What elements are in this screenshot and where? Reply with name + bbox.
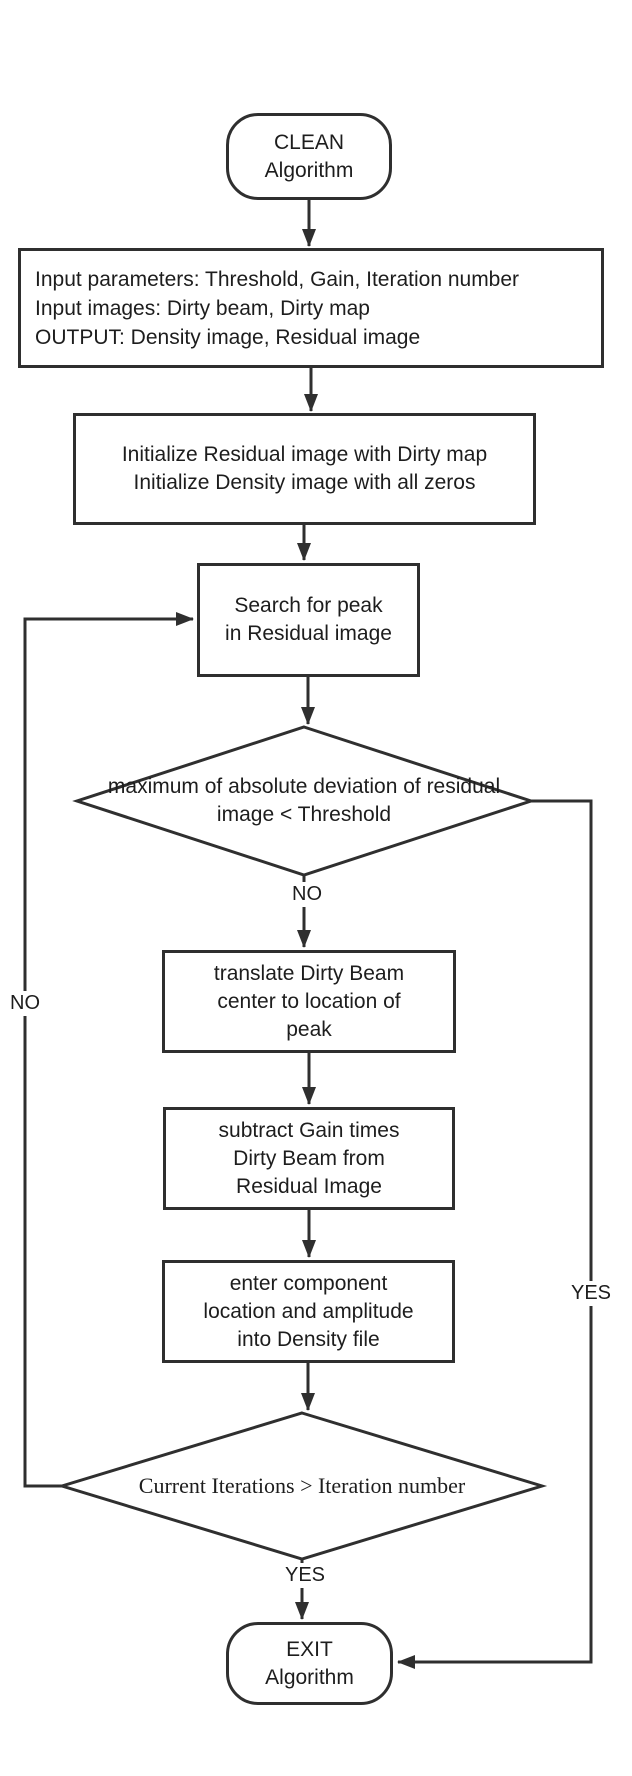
threshold-decision-label: maximum of absolute deviation of residua… [89, 773, 519, 829]
enter-component-label-line3: into Density file [237, 1327, 380, 1351]
exit-label-line2: Algorithm [265, 1665, 354, 1689]
iteration-decision-line1: Current Iterations > Iteration number [138, 1473, 466, 1498]
io-label-line2: Input images: Dirty beam, Dirty map [35, 296, 370, 320]
enter-component-label-line1: enter component [229, 1271, 388, 1295]
enter-component-process-box: enter component location and amplitude i… [162, 1260, 455, 1363]
threshold-decision-diamond [72, 725, 536, 877]
translate-process-box: translate Dirty Beam center to location … [162, 950, 456, 1053]
translate-label-line1: translate Dirty Beam [213, 961, 405, 985]
search-peak-process-box: Search for peak in Residual image [197, 563, 420, 677]
io-label-line1: Input parameters: Threshold, Gain, Itera… [35, 267, 520, 291]
translate-label-line2: center to location of [217, 989, 401, 1013]
search-peak-label-line1: Search for peak [234, 594, 383, 617]
enter-component-label-line2: location and amplitude [203, 1299, 414, 1323]
subtract-process-box: subtract Gain times Dirty Beam from Resi… [163, 1107, 455, 1210]
initialize-label-line1: Initialize Residual image with Dirty map [121, 443, 488, 466]
threshold-decision-line2: of residual image < Threshold [216, 775, 501, 826]
io-label-line3: OUTPUT: Density image, Residual image [35, 325, 421, 349]
exit-label-line1: EXIT [286, 1637, 333, 1661]
search-peak-label-line2: in Residual image [225, 622, 392, 645]
iteration-decision-diamond [56, 1411, 548, 1561]
threshold-no-edge-label: NO [288, 882, 326, 907]
iteration-no-edge-label: NO [6, 991, 44, 1016]
start-terminator: CLEAN Algorithm [226, 113, 392, 200]
start-label-line2: Algorithm [264, 158, 354, 182]
subtract-label-line3: Residual Image [236, 1174, 382, 1198]
threshold-decision-line1: maximum of absolute deviation [107, 775, 398, 798]
exit-terminator: EXIT Algorithm [226, 1622, 393, 1705]
translate-label-line3: peak [286, 1017, 332, 1041]
threshold-yes-edge-label: YES [566, 1281, 616, 1306]
initialize-process-box: Initialize Residual image with Dirty map… [73, 413, 536, 525]
edge-threshold-yes-to-exit [397, 799, 593, 1669]
edge-iteration-no-to-search [23, 612, 194, 1488]
subtract-label-line2: Dirty Beam from [233, 1146, 385, 1170]
subtract-label-line1: subtract Gain times [218, 1118, 400, 1142]
iteration-decision-label: Current Iterations > Iteration number [72, 1472, 532, 1500]
io-process-box: Input parameters: Threshold, Gain, Itera… [18, 248, 604, 368]
iteration-yes-edge-label: YES [280, 1563, 330, 1588]
initialize-label-line2: Initialize Density image with all zeros [133, 471, 476, 494]
start-label-line1: CLEAN [273, 130, 345, 154]
